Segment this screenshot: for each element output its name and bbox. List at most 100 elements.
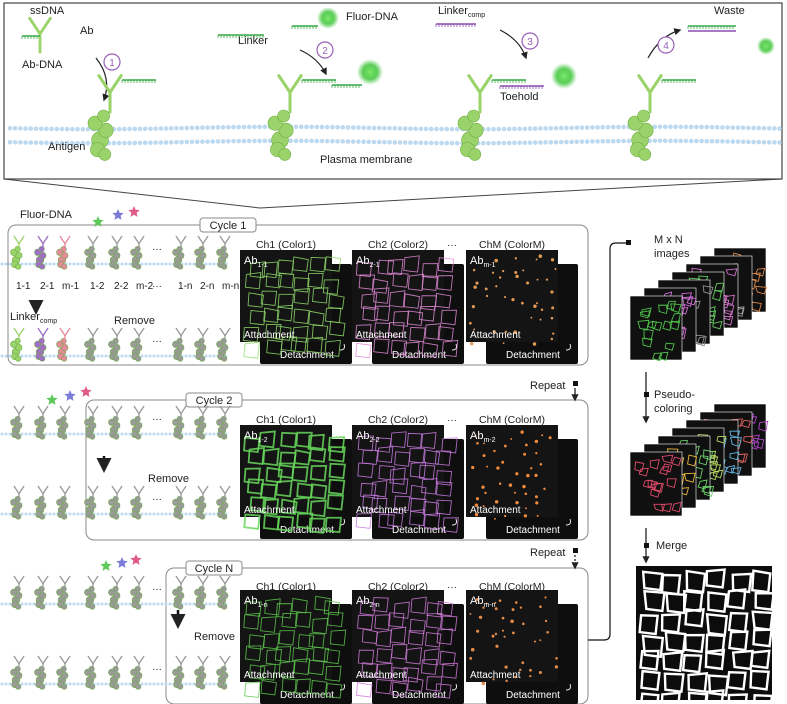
mini-lipid	[128, 262, 132, 266]
antibody-arm	[202, 575, 209, 585]
cell-outline	[247, 292, 264, 308]
mini-lipid	[8, 432, 12, 436]
signal-dot	[515, 500, 519, 505]
lipid-head	[215, 125, 221, 130]
lipid-head	[402, 126, 408, 131]
antibody-arm	[219, 327, 226, 337]
attachment-label: Attachment	[470, 505, 521, 516]
signal-dot	[522, 269, 525, 272]
lipid-head	[595, 125, 600, 130]
mini-lipid	[124, 262, 128, 266]
lipid-head	[148, 126, 153, 132]
stack-cell-outline	[666, 478, 677, 488]
antigen-blob	[39, 355, 46, 362]
mini-lipid	[8, 354, 12, 358]
mini-lipid	[72, 262, 76, 266]
lipid-head	[527, 140, 533, 145]
stack-cell-outline	[752, 437, 765, 449]
cell-outline	[425, 632, 442, 648]
mini-lipid	[104, 354, 108, 358]
cell-outline	[420, 658, 438, 675]
signal-dot	[544, 619, 548, 623]
antibody-arm	[64, 575, 71, 585]
lipid-head	[522, 126, 528, 132]
cell-outline	[263, 633, 280, 650]
cell-outline	[265, 323, 282, 340]
cell-outline	[323, 600, 341, 616]
mini-lipid	[96, 262, 100, 266]
signal-dot	[503, 514, 507, 518]
antibody-arm	[224, 327, 231, 337]
cell-outline	[264, 598, 281, 616]
lipid-head	[496, 126, 502, 132]
lipid-head	[486, 140, 491, 146]
lipid-head	[220, 139, 226, 144]
antigen-blob	[199, 263, 206, 270]
antibody-arm	[28, 16, 42, 36]
antigen-blob	[177, 263, 184, 270]
antibody-arm	[175, 235, 182, 245]
antibody-arm	[59, 575, 66, 585]
antigen-blob	[113, 355, 120, 362]
cycle-2-title: Cycle 2	[185, 392, 243, 408]
detachment-label: Detachment	[392, 690, 446, 701]
antigen-blob	[113, 683, 120, 690]
stack-cell-outline	[743, 435, 754, 444]
stack-cell-outline	[687, 454, 698, 467]
merged-cell-outline	[707, 674, 730, 697]
merged-cell-outline	[663, 672, 685, 694]
signal-dot	[520, 301, 524, 305]
signal-dot	[548, 436, 552, 440]
cell-outline	[277, 273, 295, 289]
lipid-head	[324, 124, 330, 130]
cell-outline	[377, 446, 394, 463]
antibody-arm	[59, 235, 66, 245]
cell-outline	[392, 272, 409, 288]
cell-outline	[260, 290, 278, 307]
lipid-head	[153, 140, 158, 145]
antibody-arm	[37, 485, 44, 495]
lipid-head	[668, 138, 673, 144]
stack-cell-outline	[740, 419, 752, 429]
antibody-arm	[64, 327, 71, 337]
lipid-head	[709, 138, 715, 144]
antibody-arm	[288, 74, 303, 94]
cell-outline	[245, 601, 262, 617]
signal-dot	[539, 318, 542, 321]
lipid-head	[356, 139, 361, 144]
mini-lipid	[156, 432, 160, 436]
antigen-blob	[221, 355, 228, 362]
antigen-blob	[199, 433, 206, 440]
mini-lipid	[100, 682, 104, 686]
antibody-arm	[648, 74, 663, 94]
cell-label: m-1	[62, 281, 80, 292]
antigen-blob	[277, 109, 290, 123]
lipid-head	[418, 126, 424, 132]
cell-outline	[291, 466, 309, 483]
mini-lipid	[4, 512, 8, 516]
lipid-head	[85, 140, 91, 146]
lipid-head	[116, 126, 122, 132]
stack-cell-outline	[724, 294, 735, 305]
cell-outline	[280, 498, 298, 515]
antibody-arm	[224, 575, 231, 585]
cell-outline	[408, 448, 426, 464]
lipid-head	[49, 140, 54, 146]
cell-outline	[324, 339, 341, 357]
merged-cell-outline	[684, 607, 705, 628]
lipid-head	[413, 126, 418, 132]
mini-lipid	[120, 432, 124, 436]
lipid-head	[122, 140, 127, 146]
signal-dot	[521, 661, 525, 665]
mini-lipid	[152, 512, 156, 516]
cell-outline	[292, 325, 309, 343]
antibody-arm	[64, 485, 71, 495]
signal-dot	[513, 491, 516, 494]
cell-outline	[293, 449, 312, 466]
mini-lipid	[140, 354, 144, 358]
cells-ellipsis: ···	[152, 336, 162, 347]
mini-lipid	[0, 262, 4, 266]
mini-lipid	[32, 262, 36, 266]
mini-lipid	[104, 262, 108, 266]
